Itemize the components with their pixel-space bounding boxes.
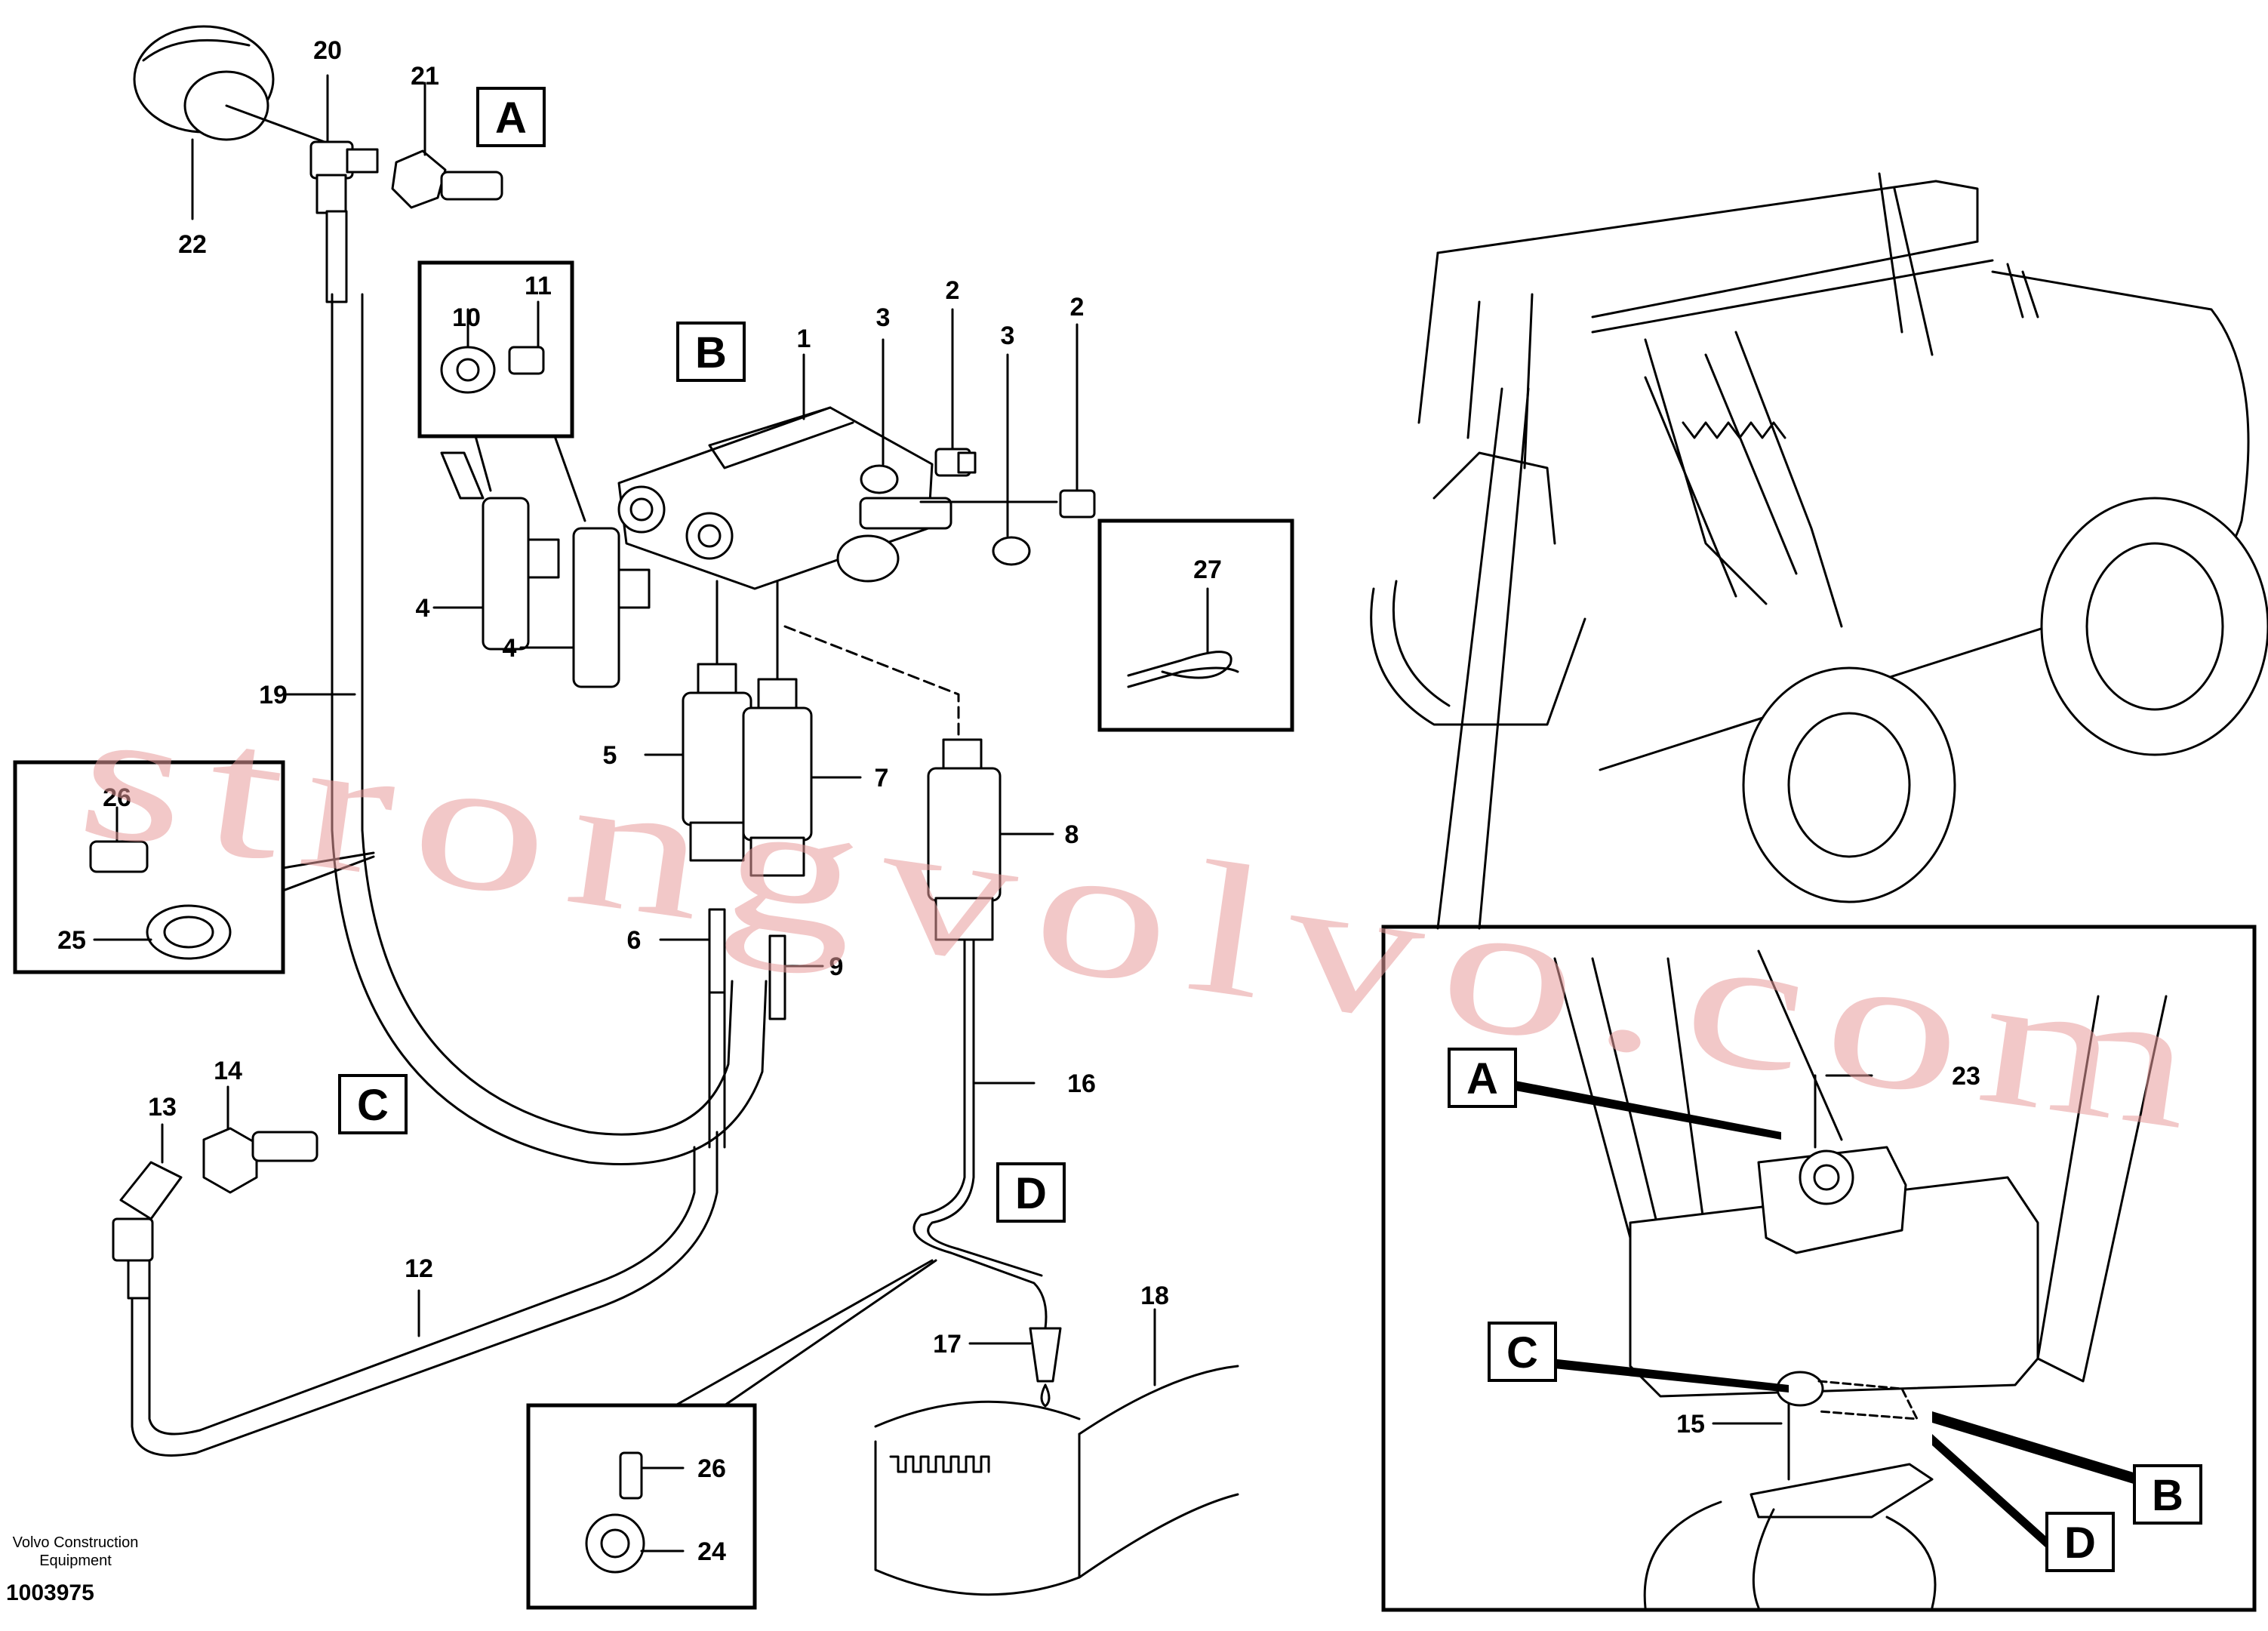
cable-9 xyxy=(768,934,824,1020)
svg-text:C: C xyxy=(357,1081,389,1130)
part-13-elbow xyxy=(112,1123,183,1262)
part-8-sensor xyxy=(783,625,1054,941)
part-18-gears xyxy=(874,1308,1239,1596)
svg-text:B: B xyxy=(695,328,727,377)
label-4-b: 4 xyxy=(503,634,517,663)
ref-box-D: D xyxy=(996,1162,1066,1223)
label-12: 12 xyxy=(405,1254,433,1283)
machine-illustration xyxy=(1370,172,2268,930)
part-2-plug-b xyxy=(1059,323,1096,519)
label-14: 14 xyxy=(214,1057,242,1085)
drawing-number: 1003975 xyxy=(6,1580,94,1605)
label-8: 8 xyxy=(1065,820,1079,849)
ref-box-B: B xyxy=(676,322,746,382)
svg-text:D: D xyxy=(2064,1519,2096,1568)
part-20-elbow xyxy=(309,74,379,214)
footer-company-line2: Equipment xyxy=(39,1553,112,1569)
detail-panel-large xyxy=(1381,925,2257,1612)
detail-box-10-11 xyxy=(417,260,586,522)
label-15: 15 xyxy=(1676,1410,1705,1439)
label-6: 6 xyxy=(627,926,642,955)
label-13: 13 xyxy=(148,1093,177,1122)
part-1-valve-block xyxy=(617,353,952,590)
ref-box-A-detail: A xyxy=(1448,1048,1517,1108)
label-25: 25 xyxy=(57,926,86,955)
part-22-sleeve xyxy=(133,25,326,220)
part-4-tees xyxy=(432,497,651,688)
label-10: 10 xyxy=(452,303,481,332)
ref-box-A: A xyxy=(476,87,546,147)
ref-box-B-detail: B xyxy=(2133,1464,2202,1525)
label-27: 27 xyxy=(1193,555,1222,584)
ref-box-C: C xyxy=(338,1074,408,1134)
part-21-nipple xyxy=(391,82,503,209)
label-22: 22 xyxy=(178,230,207,259)
part-7-sensor xyxy=(742,580,862,877)
cable-16 xyxy=(912,938,1048,1330)
label-9: 9 xyxy=(829,952,844,981)
part-5-sensor xyxy=(644,580,752,862)
label-3-b: 3 xyxy=(1001,322,1015,350)
ref-box-C-detail: C xyxy=(1488,1322,1557,1382)
part-17-nozzle xyxy=(968,1327,1062,1408)
svg-text:A: A xyxy=(495,94,527,143)
label-24: 24 xyxy=(697,1537,726,1566)
label-5: 5 xyxy=(603,741,617,770)
label-19: 19 xyxy=(259,681,288,709)
footer-company-line1: Volvo Construction xyxy=(13,1534,139,1551)
label-4-a: 4 xyxy=(416,594,430,623)
svg-text:D: D xyxy=(1015,1169,1047,1218)
svg-text:C: C xyxy=(1506,1328,1538,1377)
part-2-plug-a xyxy=(934,308,977,477)
label-7: 7 xyxy=(875,764,889,792)
label-2-a: 2 xyxy=(946,276,960,305)
label-11: 11 xyxy=(525,272,552,300)
detail-box-27 xyxy=(1097,519,1294,732)
label-3-a: 3 xyxy=(876,303,891,332)
label-26-b: 26 xyxy=(697,1454,726,1483)
label-18: 18 xyxy=(1140,1282,1169,1310)
label-20: 20 xyxy=(313,36,342,65)
detail-box-clamp-25-26 xyxy=(13,760,375,974)
label-17: 17 xyxy=(933,1330,962,1359)
svg-text:A: A xyxy=(1466,1054,1498,1103)
label-26-a: 26 xyxy=(103,783,131,812)
label-21: 21 xyxy=(411,62,439,91)
label-2-b: 2 xyxy=(1070,293,1085,322)
svg-text:B: B xyxy=(2152,1471,2183,1520)
part-3-seal-a xyxy=(860,338,899,494)
part-14-nipple xyxy=(202,1085,319,1194)
label-1: 1 xyxy=(797,325,811,353)
detail-box-24-26 xyxy=(526,1259,937,1610)
label-23: 23 xyxy=(1952,1062,1980,1091)
part-3-seal-b xyxy=(992,353,1031,566)
cable-6 xyxy=(659,908,726,1149)
ref-box-D-detail: D xyxy=(2045,1512,2115,1572)
label-16: 16 xyxy=(1067,1069,1096,1098)
